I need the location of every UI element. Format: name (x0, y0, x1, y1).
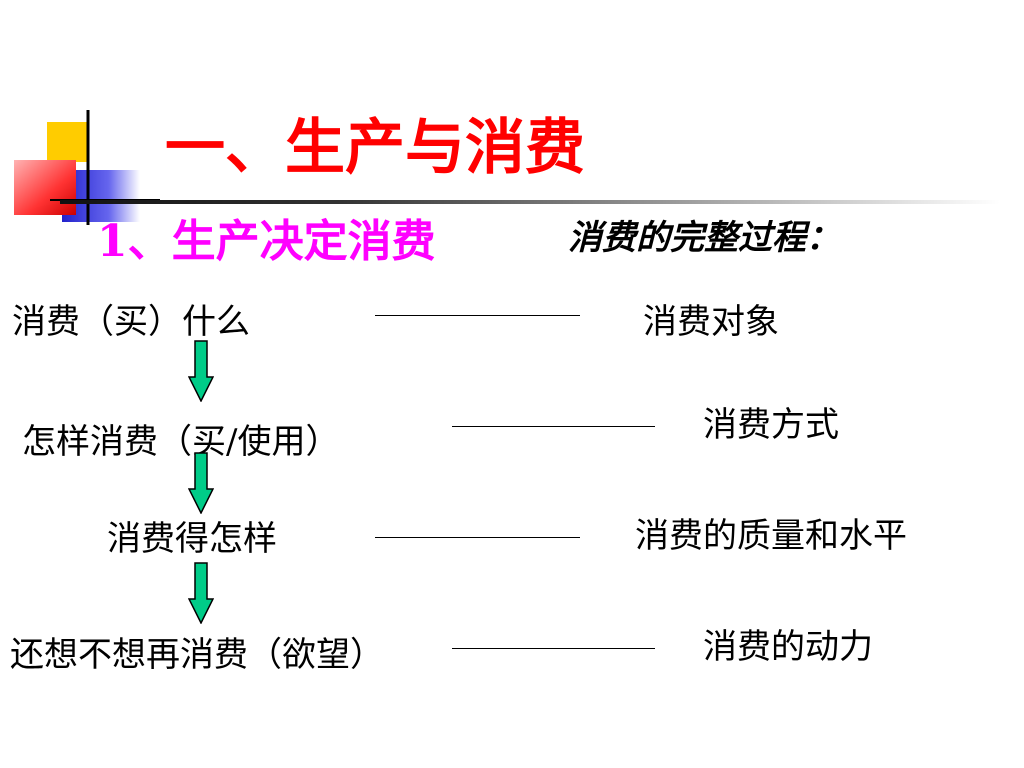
slide-title: 一、生产与消费 (165, 113, 585, 183)
step-answer-2: 消费方式 (703, 405, 839, 445)
down-arrow-icon (188, 340, 214, 402)
connector-line-4 (452, 648, 655, 649)
deco-red-square (14, 160, 76, 215)
title-underline (60, 200, 1000, 204)
down-arrow-icon (188, 562, 214, 624)
down-arrow-icon (188, 452, 214, 514)
step-question-4: 还想不想再消费（欲望） (10, 635, 384, 675)
step-question-3: 消费得怎样 (107, 519, 277, 559)
step-question-1: 消费（买）什么 (12, 302, 250, 342)
step-question-2: 怎样消费（买/使用） (22, 422, 340, 462)
slide-subtitle: 1、生产决定消费 (97, 216, 436, 267)
connector-line-2 (452, 426, 655, 427)
step-answer-3: 消费的质量和水平 (635, 516, 907, 556)
connector-line-3 (375, 537, 580, 538)
corner-decoration (14, 110, 160, 225)
deco-yellow-square (47, 122, 87, 162)
step-answer-1: 消费对象 (643, 302, 779, 342)
step-answer-4: 消费的动力 (703, 627, 873, 667)
process-note: 消费的完整过程： (568, 218, 840, 258)
connector-line-1 (375, 315, 580, 316)
